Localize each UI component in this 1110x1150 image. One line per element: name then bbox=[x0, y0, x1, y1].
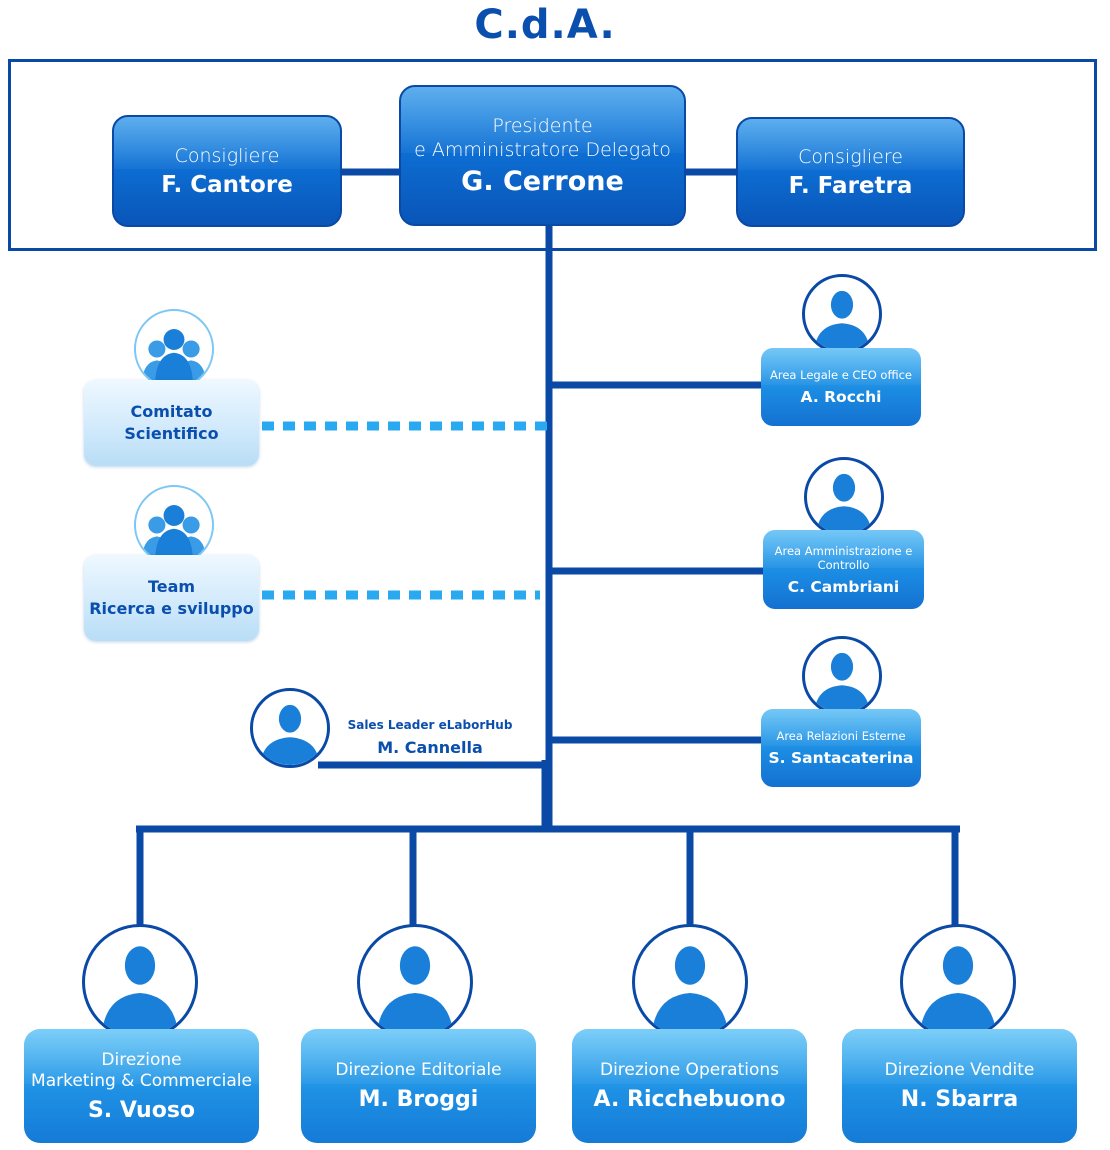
direction-box: Direzione Editoriale M. Broggi bbox=[301, 1029, 536, 1143]
committee-name: Team Ricerca e sviluppo bbox=[89, 577, 254, 618]
committee-box: Comitato Scientifico bbox=[84, 380, 259, 466]
person-icon bbox=[802, 274, 882, 354]
page-title: C.d.A. bbox=[474, 2, 616, 48]
direction-name: N. Sbarra bbox=[900, 1087, 1019, 1112]
board-name: F. Cantore bbox=[161, 172, 293, 198]
staff-box: Area Amministrazione e Controllo C. Camb… bbox=[763, 530, 924, 609]
person-icon bbox=[82, 924, 198, 1040]
direction-name: M. Broggi bbox=[358, 1087, 479, 1112]
direction-box: Direzione Vendite N. Sbarra bbox=[842, 1029, 1077, 1143]
board-name: F. Faretra bbox=[788, 173, 913, 199]
person-icon bbox=[632, 924, 748, 1040]
direction-name: A. Ricchebuono bbox=[593, 1087, 786, 1112]
group-icon bbox=[134, 309, 214, 389]
committee-box: Team Ricerca e sviluppo bbox=[84, 555, 259, 641]
board-role: Consigliere bbox=[798, 146, 903, 168]
staff-role: Area Relazioni Esterne bbox=[776, 729, 906, 743]
board-frame bbox=[8, 59, 1097, 251]
person-icon bbox=[804, 457, 884, 537]
staff-role: Area Legale e CEO office bbox=[770, 368, 912, 382]
sales-name: M. Cannella bbox=[377, 738, 483, 757]
staff-name: A. Rocchi bbox=[800, 388, 882, 406]
staff-name: S. Santacaterina bbox=[768, 749, 914, 767]
board-member-left: Consigliere F. Cantore bbox=[112, 115, 342, 227]
staff-box: Area Relazioni Esterne S. Santacaterina bbox=[761, 709, 921, 787]
person-icon bbox=[900, 924, 1016, 1040]
group-icon bbox=[134, 485, 214, 565]
board-president: Presidente e Amministratore Delegato G. … bbox=[399, 85, 686, 226]
direction-role: Direzione Marketing & Commerciale bbox=[31, 1049, 252, 1091]
staff-name: C. Cambriani bbox=[787, 577, 900, 596]
board-role: Consigliere bbox=[174, 145, 280, 167]
sales-leader-label: Sales Leader eLaborHub M. Cannella bbox=[330, 718, 530, 757]
staff-box: Area Legale e CEO office A. Rocchi bbox=[761, 348, 921, 426]
sales-role: Sales Leader eLaborHub bbox=[347, 718, 513, 732]
board-name: G. Cerrone bbox=[461, 166, 624, 197]
direction-box: Direzione Marketing & Commerciale S. Vuo… bbox=[24, 1029, 259, 1143]
person-icon bbox=[802, 636, 882, 716]
direction-box: Direzione Operations A. Ricchebuono bbox=[572, 1029, 807, 1143]
person-icon bbox=[250, 688, 330, 768]
board-member-right: Consigliere F. Faretra bbox=[736, 117, 965, 227]
direction-role: Direzione Editoriale bbox=[335, 1060, 502, 1080]
board-role: Presidente e Amministratore Delegato bbox=[414, 115, 671, 161]
direction-name: S. Vuoso bbox=[87, 1097, 196, 1123]
direction-role: Direzione Vendite bbox=[884, 1060, 1035, 1080]
staff-role: Area Amministrazione e Controllo bbox=[774, 543, 913, 572]
direction-role: Direzione Operations bbox=[599, 1060, 780, 1080]
committee-name: Comitato Scientifico bbox=[124, 402, 219, 443]
person-icon bbox=[357, 924, 473, 1040]
